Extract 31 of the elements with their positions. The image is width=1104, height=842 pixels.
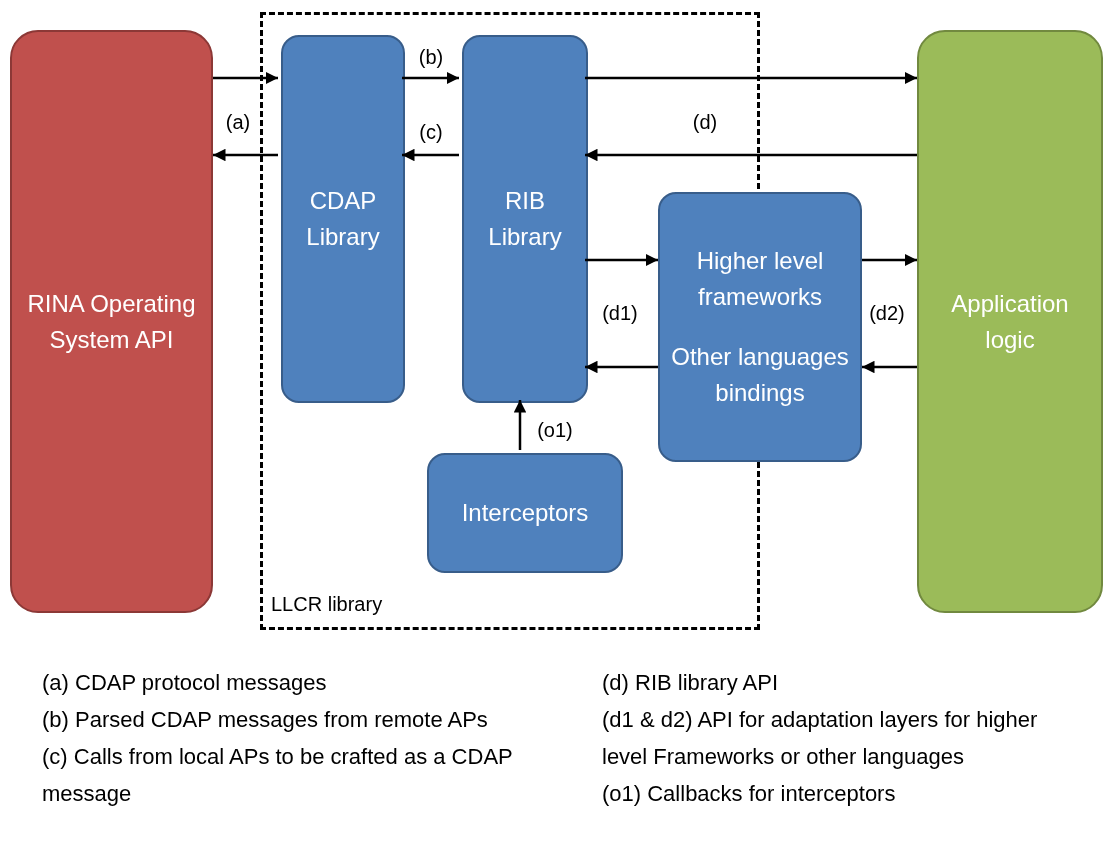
arrow	[862, 253, 917, 267]
library-box	[658, 192, 862, 462]
node-label: RIB Library	[487, 186, 563, 252]
node-label: LLCR library	[271, 592, 383, 617]
node-label: CDAP Library	[305, 186, 381, 252]
node-label: Other languages bindings	[670, 342, 850, 408]
os-api-box	[10, 30, 213, 613]
application-box	[917, 30, 1103, 613]
arrow	[585, 360, 658, 374]
arrow	[585, 71, 917, 85]
note-text: (d) RIB library API	[602, 669, 780, 697]
arrow	[862, 360, 917, 374]
note-text: (b) Parsed CDAP messages from remote APs	[42, 706, 489, 734]
arrow	[402, 71, 459, 85]
node-label: Higher level frameworks	[695, 246, 825, 312]
library-box	[462, 35, 588, 403]
arrow	[402, 148, 459, 162]
node-label: RINA Operating System API	[26, 288, 197, 355]
note-text: (d1 & d2) API for adaptation layers for higher level Frameworks or other languages	[602, 706, 1039, 771]
note-text: (o1) Callbacks for interceptors	[602, 780, 897, 808]
note-text: (a) CDAP protocol messages	[42, 669, 328, 697]
library-box	[427, 453, 623, 573]
arrow	[213, 148, 278, 162]
node-label: Interceptors	[461, 498, 589, 528]
library-box	[281, 35, 405, 403]
arrow	[585, 253, 658, 267]
node-label: Application logic	[950, 288, 1070, 355]
arrow	[513, 400, 527, 450]
note-text: (c) Calls from local APs to be crafted as a CDAP message	[42, 743, 514, 808]
arrow	[213, 71, 278, 85]
arrow	[585, 148, 917, 162]
